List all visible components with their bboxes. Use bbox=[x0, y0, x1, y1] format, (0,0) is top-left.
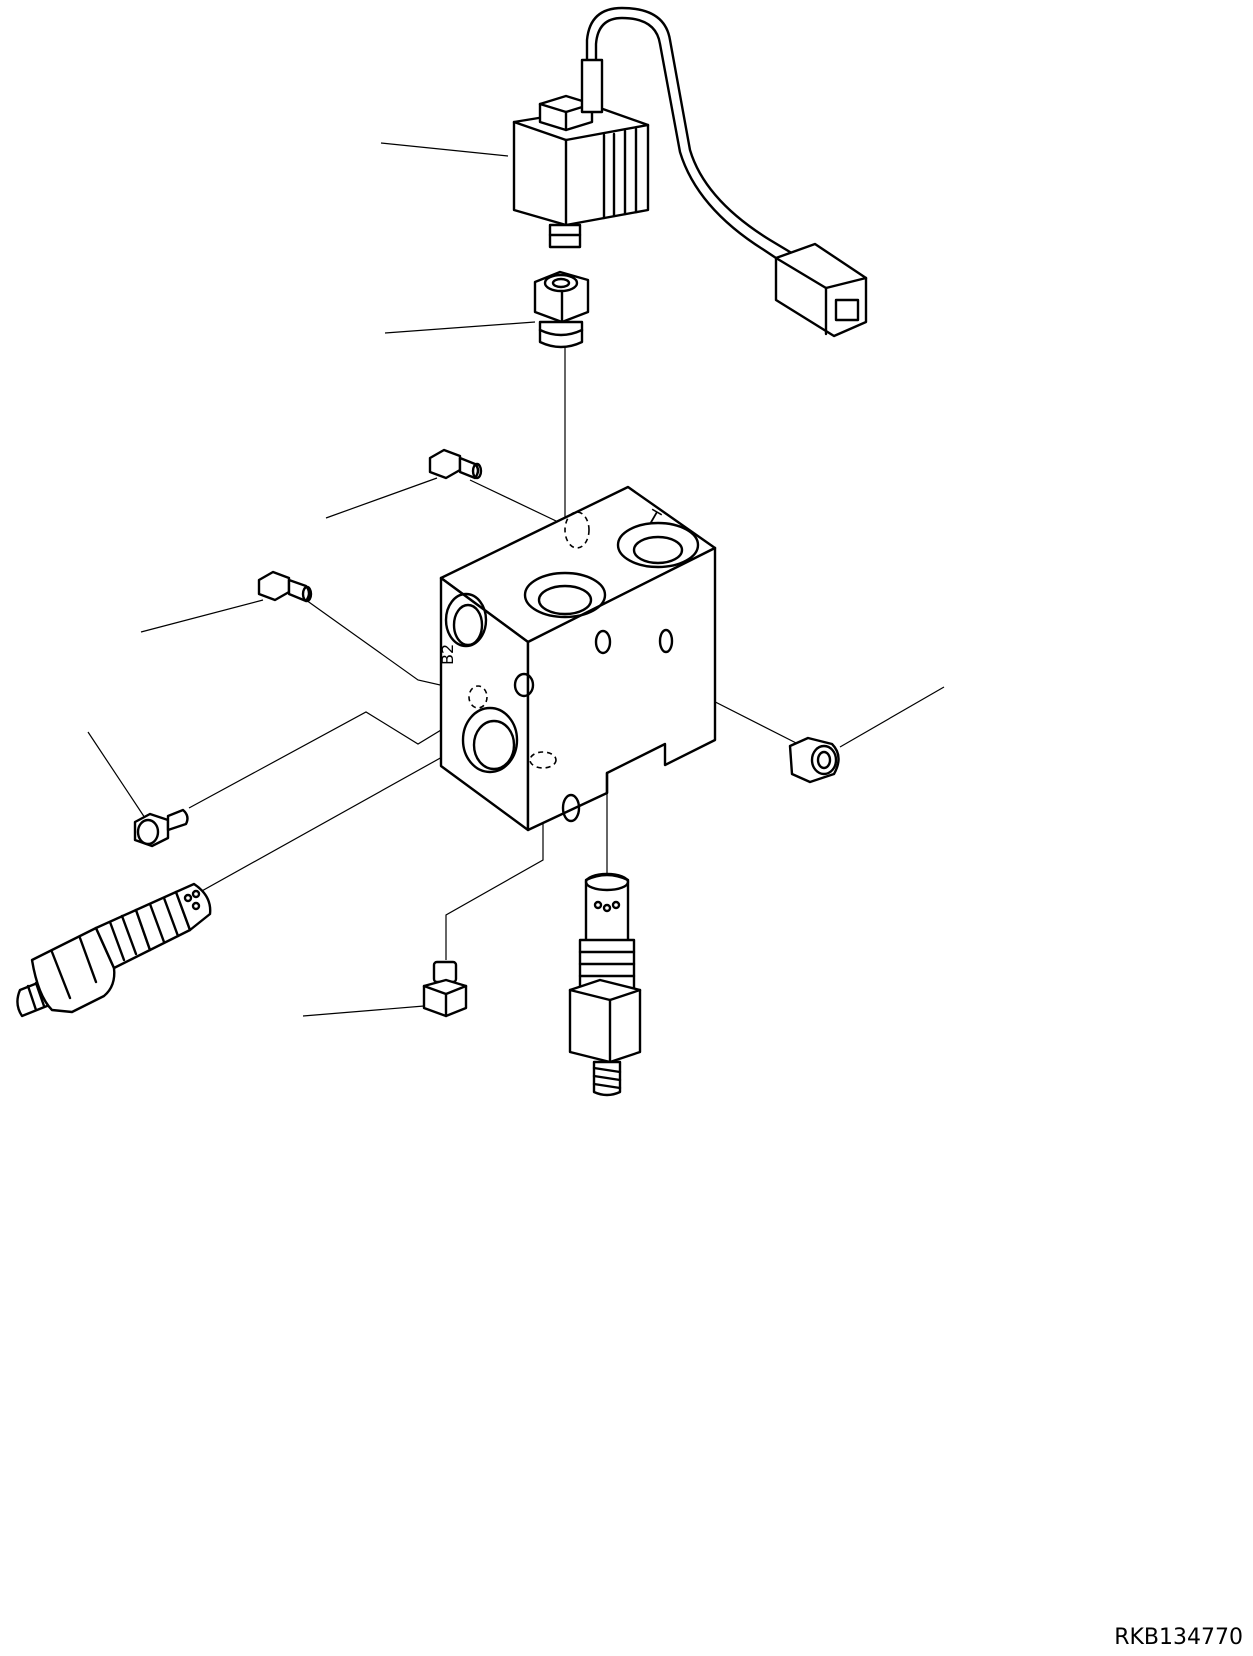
port-t bbox=[616, 521, 700, 569]
plug-left bbox=[257, 570, 313, 603]
port-relief-left bbox=[461, 706, 519, 774]
plug-right bbox=[788, 736, 840, 784]
relief-left-hex bbox=[30, 926, 116, 1014]
plug-top bbox=[428, 448, 483, 480]
plug-bottom bbox=[422, 960, 468, 1018]
port-cartridge bbox=[523, 571, 607, 619]
leader-lines bbox=[87, 142, 945, 1017]
hidden-port-top bbox=[564, 511, 590, 549]
relief-valve-bottom bbox=[568, 872, 642, 1097]
valve-block-right-face bbox=[526, 546, 717, 832]
cartridge-valve bbox=[533, 270, 590, 349]
port-label-b2: B2 bbox=[438, 644, 457, 665]
leader-plug-left bbox=[140, 599, 264, 633]
leader-solenoid-coil bbox=[380, 142, 509, 157]
port-small-right bbox=[594, 629, 612, 655]
relief-bottom-hex bbox=[568, 978, 642, 1064]
plug-lower-left bbox=[133, 808, 189, 848]
leader-plug-bottom bbox=[302, 1005, 425, 1017]
leader-cartridge-valve bbox=[384, 321, 536, 334]
wire-connector bbox=[774, 242, 868, 338]
leader-plug-lower-left bbox=[87, 731, 146, 819]
axis-relief-valve-left bbox=[199, 731, 488, 893]
leader-plug-top bbox=[325, 477, 438, 519]
leader-plug-right bbox=[839, 686, 945, 748]
coil-terminal bbox=[580, 58, 604, 114]
drawing-reference-code: RKB134770 bbox=[1114, 1625, 1243, 1650]
valve-block: T B2 bbox=[438, 485, 717, 832]
hidden-port-bottom bbox=[529, 751, 557, 769]
relief-valve-left bbox=[16, 882, 212, 1018]
solenoid-coil bbox=[512, 6, 868, 338]
solenoid-wire-inner bbox=[594, 16, 784, 264]
port-small-left bbox=[513, 672, 535, 698]
solenoid-wire bbox=[585, 6, 792, 254]
